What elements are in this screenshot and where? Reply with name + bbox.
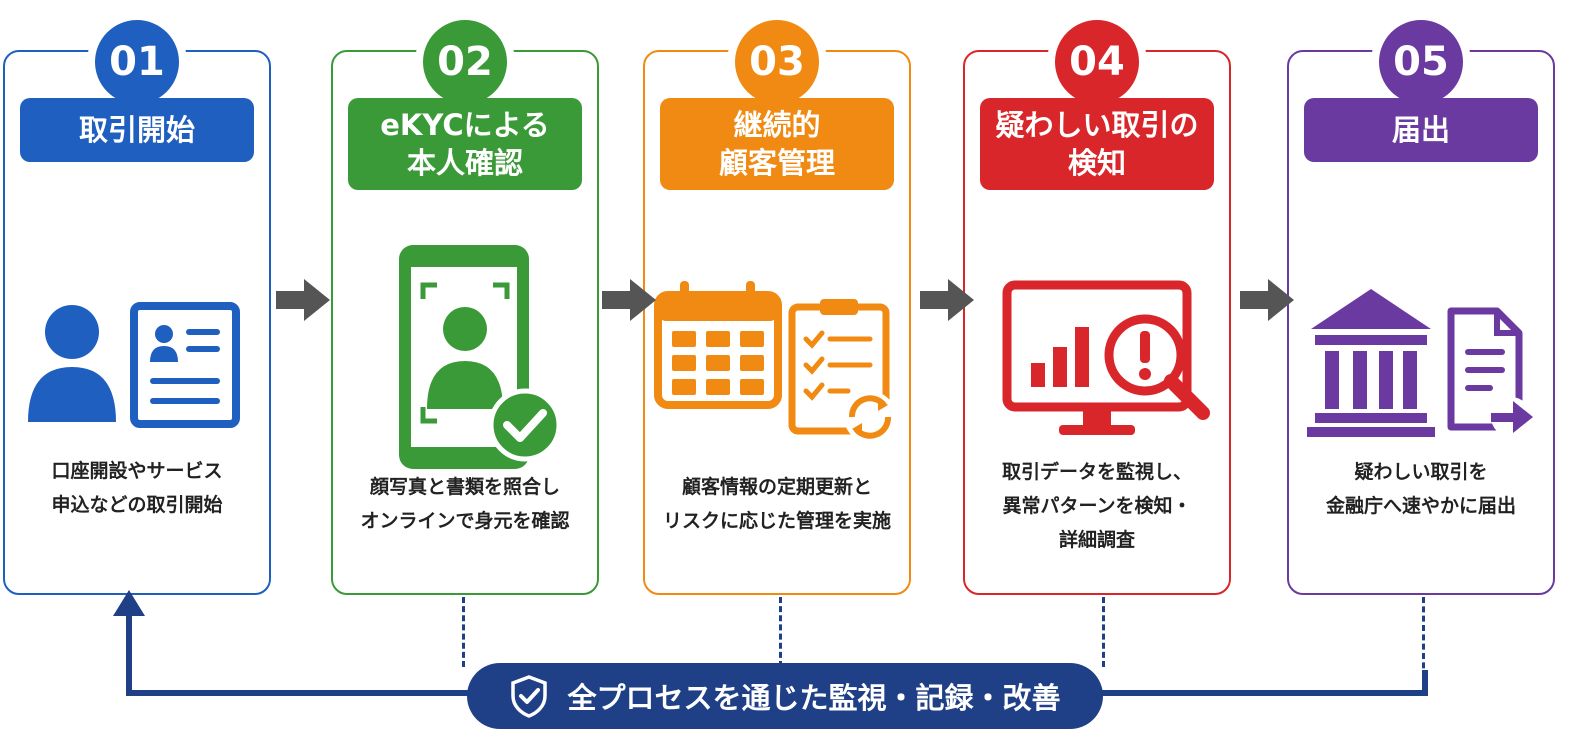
calendar-checklist-icon: [645, 242, 909, 482]
feedback-line-right: [1100, 690, 1428, 696]
monitoring-banner: 全プロセスを通じた監視・記録・改善: [467, 663, 1103, 729]
arrow-right-icon: [1240, 279, 1294, 321]
step-number-4: 04: [1047, 12, 1147, 112]
feedback-line-left: [126, 690, 471, 696]
person-id-card-icon: [5, 252, 269, 462]
step-number-2: 02: [415, 12, 515, 112]
step-title-3: 継続的 顧客管理: [660, 98, 894, 190]
arrow-right-icon: [276, 279, 330, 321]
banner-label: 全プロセスを通じた監視・記録・改善: [567, 681, 1061, 715]
step-title-4: 疑わしい取引の 検知: [980, 98, 1214, 190]
step-card-1: 01 取引開始 口座開設やサービス 申込などの取引開始: [3, 12, 271, 595]
step-desc-5-line-2: 金融庁へ速やかに届出: [1325, 495, 1516, 517]
step-desc-5-line-1: 疑わしい取引を: [1354, 461, 1488, 483]
step-desc-3-line-1: 顧客情報の定期更新と: [681, 476, 872, 498]
step-title-3-line-1: 継続的: [733, 108, 821, 142]
step-desc-1-line-1: 口座開設やサービス: [51, 460, 223, 482]
step-desc-1-line-2: 申込などの取引開始: [51, 494, 223, 516]
step-desc-3: 顧客情報の定期更新と リスクに応じた管理を実施: [653, 470, 901, 538]
step-card-3: 03 継続的 顧客管理: [643, 12, 911, 595]
dashed-connector: [779, 597, 782, 667]
step-title-5-line-1: 届出: [1391, 113, 1450, 147]
dashed-connector: [1422, 597, 1425, 687]
step-desc-4-line-1: 取引データを監視し、: [1001, 461, 1192, 483]
arrow-up-icon: [113, 590, 145, 616]
step-desc-2-line-2: オンラインで身元を確認: [360, 510, 570, 532]
step-title-1: 取引開始: [20, 98, 254, 162]
step-desc-4-line-2: 異常パターンを検知・: [1002, 495, 1192, 517]
step-number-5: 05: [1371, 12, 1471, 112]
step-title-1-line-1: 取引開始: [78, 113, 195, 147]
arrow-right-icon: [602, 279, 656, 321]
dashed-connector: [462, 597, 465, 667]
step-card-5: 05 届出 疑わしい取引を 金融庁へ速やかに届出: [1287, 12, 1555, 595]
shield-check-icon: [511, 675, 548, 718]
step-title-4-line-1: 疑わしい取引の: [995, 108, 1199, 142]
step-title-2-line-2: 本人確認: [406, 146, 523, 180]
step-title-3-line-2: 顧客管理: [718, 146, 835, 180]
step-desc-3-line-2: リスクに応じた管理を実施: [662, 510, 891, 532]
step-number-3: 03: [727, 12, 827, 112]
step-title-2: eKYCによる 本人確認: [348, 98, 582, 190]
step-desc-2-line-1: 顔写真と書類を照合し: [369, 476, 560, 498]
bank-document-send-icon: [1289, 242, 1553, 482]
step-title-2-line-1: eKYCによる: [380, 108, 550, 142]
step-title-5: 届出: [1304, 98, 1538, 162]
feedback-line-right-up: [1422, 670, 1428, 696]
step-card-2: 02 eKYCによる 本人確認 顔写真と書類を照合し オンラインで身元を確認: [331, 12, 599, 595]
smartphone-face-verify-icon: [333, 212, 597, 502]
arrow-right-icon: [920, 279, 974, 321]
step-desc-4: 取引データを監視し、 異常パターンを検知・ 詳細調査: [973, 455, 1221, 557]
step-card-4: 04 疑わしい取引の 検知 取引データを監視し、 異常パターンを検知・ 詳細調査: [963, 12, 1231, 595]
step-desc-1: 口座開設やサービス 申込などの取引開始: [13, 454, 261, 522]
step-title-4-line-2: 検知: [1067, 146, 1126, 180]
step-desc-4-line-3: 詳細調査: [1058, 529, 1135, 551]
step-desc-2: 顔写真と書類を照合し オンラインで身元を確認: [341, 470, 589, 538]
monitor-magnifier-alert-icon: [965, 242, 1229, 482]
feedback-line-up: [126, 608, 132, 696]
dashed-connector: [1102, 597, 1105, 667]
step-number-1: 01: [87, 12, 187, 112]
step-desc-5: 疑わしい取引を 金融庁へ速やかに届出: [1297, 455, 1545, 523]
